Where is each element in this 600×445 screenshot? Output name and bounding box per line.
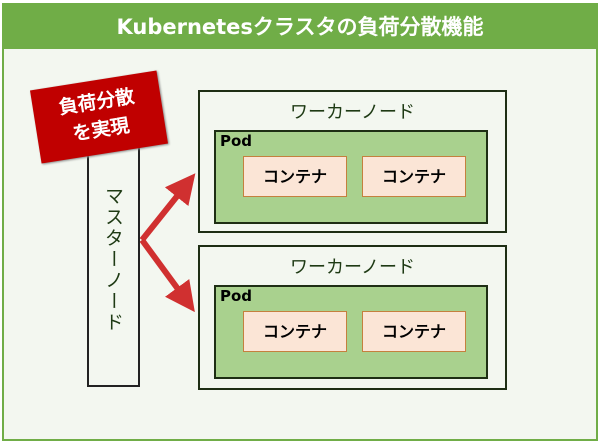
- container: コンテナ: [362, 311, 466, 352]
- pod: Pod コンテナ コンテナ: [214, 130, 488, 224]
- worker-node-2: ワーカーノード Pod コンテナ コンテナ: [198, 245, 507, 390]
- diagram-title: Kubernetesクラスタの負荷分散機能: [4, 5, 596, 49]
- worker-node-1: ワーカーノード Pod コンテナ コンテナ: [198, 90, 507, 233]
- arrow-to-worker-1: [139, 173, 196, 242]
- pod-label: Pod: [220, 132, 253, 150]
- pod: Pod コンテナ コンテナ: [214, 285, 488, 379]
- master-node: マスターノード: [87, 132, 140, 387]
- arrow-to-worker-2: [139, 238, 195, 313]
- container: コンテナ: [243, 311, 347, 352]
- container: コンテナ: [243, 156, 347, 197]
- worker-title: ワーカーノード: [290, 102, 415, 123]
- container: コンテナ: [362, 156, 466, 197]
- worker-title: ワーカーノード: [290, 257, 415, 278]
- pod-label: Pod: [220, 287, 253, 305]
